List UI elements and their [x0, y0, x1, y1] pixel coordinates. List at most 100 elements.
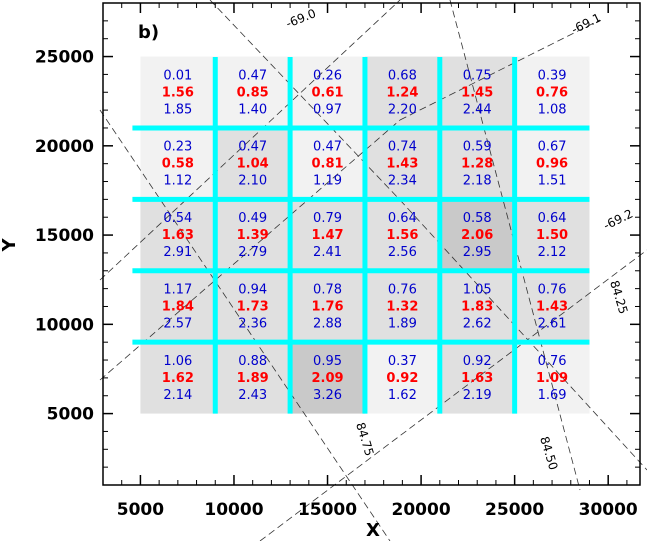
cell-value-top: 0.67	[538, 140, 567, 155]
cell-value-top: 0.49	[238, 211, 267, 226]
cell-value-middle: 2.09	[311, 371, 343, 386]
cell-value-top: 0.78	[313, 282, 342, 297]
cell-value-top: 0.68	[388, 68, 417, 83]
x-axis-label: X	[366, 520, 380, 541]
cell-value-bottom: 2.91	[163, 245, 192, 260]
cell-value-bottom: 1.62	[388, 388, 417, 403]
contour-line	[99, 0, 401, 281]
heatmap-cell	[514, 127, 590, 200]
heatmap-cell	[514, 56, 590, 128]
cell-value-middle: 1.50	[536, 228, 568, 243]
grid-lines	[132, 57, 590, 414]
heatmap-cell	[215, 199, 291, 271]
cells-layer	[140, 56, 590, 414]
heatmap-cell	[215, 342, 291, 414]
cell-value-bottom: 2.88	[313, 316, 342, 331]
cell-value-bottom: 3.26	[313, 388, 342, 403]
cell-value-bottom: 2.20	[388, 102, 417, 117]
contour-line	[209, 0, 401, 201]
heatmap-cell	[364, 342, 440, 414]
cell-value-top: 0.76	[538, 354, 567, 369]
cell-value-bottom: 2.18	[463, 174, 492, 189]
cell-value-bottom: 2.56	[388, 245, 417, 260]
y-tick-label: 15000	[35, 226, 94, 246]
cell-value-bottom: 1.40	[238, 102, 267, 117]
cell-value-bottom: 2.79	[238, 245, 267, 260]
cell-value-top: 0.47	[238, 68, 267, 83]
cell-value-middle: 1.73	[237, 299, 269, 314]
contour-line	[99, 109, 391, 541]
cell-value-bottom: 2.95	[463, 245, 492, 260]
cell-value-bottom: 2.41	[313, 245, 342, 260]
cell-value-top: 1.05	[463, 282, 492, 297]
cell-value-top: 0.75	[463, 68, 492, 83]
cell-value-bottom: 1.19	[313, 174, 342, 189]
cell-value-top: 0.95	[313, 354, 342, 369]
heatmap-cell	[364, 199, 440, 271]
cell-value-bottom: 2.14	[163, 388, 192, 403]
cell-value-bottom: 2.36	[238, 316, 267, 331]
cell-value-top: 0.39	[538, 68, 567, 83]
contour-label: -69.1	[569, 10, 603, 36]
cell-value-bottom: 1.85	[163, 102, 192, 117]
heatmap-cell	[140, 199, 216, 271]
cell-value-top: 0.37	[388, 354, 417, 369]
cell-value-middle: 1.28	[461, 157, 493, 172]
cell-value-bottom: 1.89	[388, 316, 417, 331]
cell-value-middle: 1.83	[461, 299, 493, 314]
heatmap-cell	[514, 199, 590, 271]
cell-value-middle: 1.04	[237, 157, 269, 172]
cell-value-middle: 0.96	[536, 157, 568, 172]
cell-value-top: 0.88	[238, 354, 267, 369]
x-tick-label: 10000	[204, 500, 263, 520]
cell-value-middle: 1.62	[162, 371, 194, 386]
cell-value-top: 0.59	[463, 140, 492, 155]
contour-label: -69.0	[284, 6, 318, 31]
cell-value-top: 0.64	[388, 211, 417, 226]
heatmap-cell	[514, 270, 590, 343]
cell-value-top: 0.76	[388, 282, 417, 297]
heatmap-cell	[439, 199, 515, 271]
cell-value-bottom: 2.10	[238, 174, 267, 189]
cell-value-middle: 1.32	[386, 299, 418, 314]
cell-value-middle: 1.84	[162, 299, 194, 314]
heatmap-cell	[290, 127, 365, 200]
heatmap-cell	[290, 56, 365, 128]
heatmap-cell	[290, 270, 365, 343]
cell-value-middle: 1.39	[237, 228, 269, 243]
cell-value-bottom: 2.57	[163, 316, 192, 331]
heatmap-cell	[140, 270, 216, 343]
heatmap-cell	[514, 342, 590, 414]
contour-line	[259, 249, 647, 541]
contour-label: 84.25	[607, 279, 630, 316]
cell-value-bottom: 2.43	[238, 388, 267, 403]
cell-value-middle: 1.43	[536, 299, 568, 314]
cell-value-middle: 1.45	[461, 85, 493, 100]
heatmap-cell	[364, 56, 440, 128]
y-tick-label: 25000	[35, 48, 94, 68]
cell-value-bottom: 0.97	[313, 102, 342, 117]
heatmap-cell	[215, 56, 291, 128]
cell-value-bottom: 2.34	[388, 174, 417, 189]
cell-value-top: 0.92	[463, 354, 492, 369]
x-tick-label: 25000	[485, 500, 544, 520]
cell-value-top: 0.94	[238, 282, 267, 297]
y-tick-label: 20000	[35, 137, 94, 157]
cell-value-bottom: 1.12	[163, 174, 192, 189]
heatmap-cell	[439, 342, 515, 414]
plot-frame	[102, 2, 641, 486]
y-tick-label: 10000	[35, 315, 94, 335]
cell-value-bottom: 1.51	[538, 174, 567, 189]
cell-value-middle: 1.56	[386, 228, 418, 243]
heatmap-cell	[364, 270, 440, 343]
cell-value-bottom: 2.12	[538, 245, 567, 260]
contour-label: 84.75	[353, 421, 376, 458]
x-tick-label: 30000	[579, 500, 638, 520]
y-tick-label: 5000	[47, 405, 94, 425]
heatmap-cell	[439, 56, 515, 128]
cell-value-top: 0.74	[388, 140, 417, 155]
heatmap-cell	[290, 199, 365, 271]
heatmap-cell	[140, 342, 216, 414]
cell-value-top: 0.64	[538, 211, 567, 226]
